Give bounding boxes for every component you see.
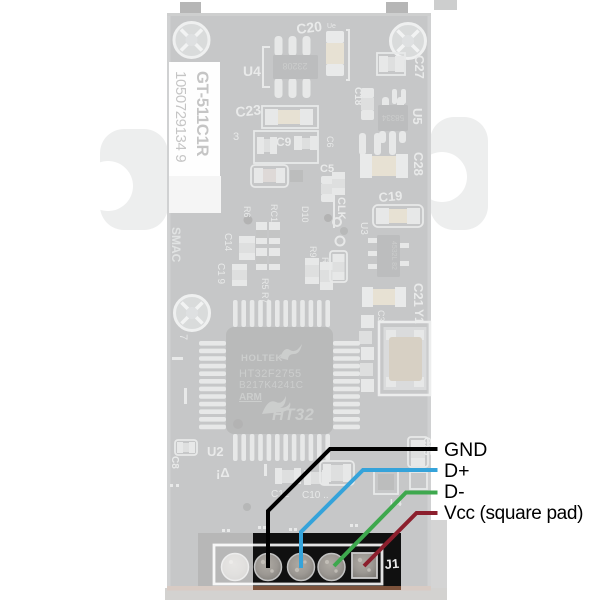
svg-text:GND: GND (444, 439, 487, 461)
svg-text:D+: D+ (444, 460, 469, 482)
svg-text:Vcc (square pad): Vcc (square pad) (444, 503, 583, 524)
svg-text:J1: J1 (384, 556, 400, 572)
svg-text:D-: D- (444, 481, 465, 503)
